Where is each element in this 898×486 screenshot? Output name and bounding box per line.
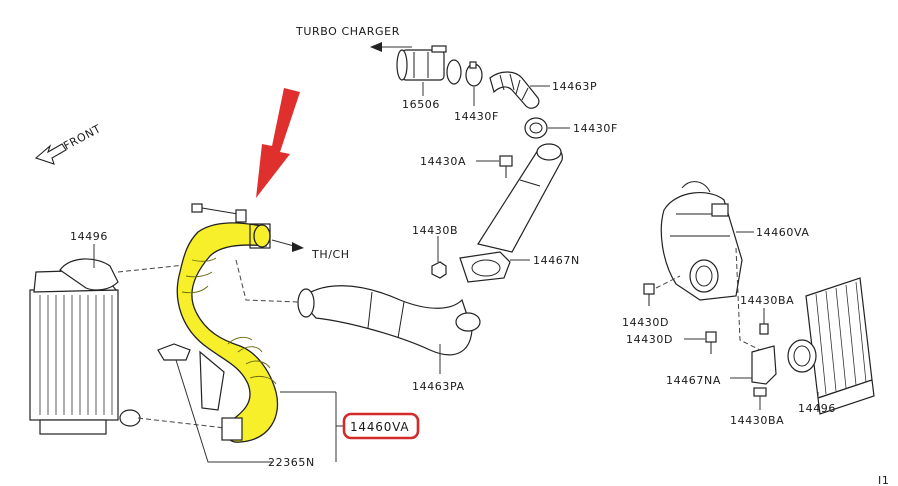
callout-14460VA[interactable]: 14460VA [336,412,420,440]
part-14463P-hose[interactable] [489,71,540,109]
part-14496-intercooler-right[interactable] [787,277,875,415]
label-14463PA: 14463PA [412,380,465,393]
label-14463P: 14463P [552,80,597,93]
label-14496-right: 14496 [798,402,836,415]
part-14460VA-hose-highlighted[interactable] [176,222,279,443]
label-14430F-lower: 14430F [573,122,618,135]
label-turbo-charger: TURBO CHARGER [295,25,400,38]
label-14430B: 14430B [412,224,458,237]
part-22365N-sensor[interactable] [157,343,243,441]
label-14430BA-lower: 14430BA [730,414,784,427]
part-16506-sensor[interactable] [396,45,462,85]
dash-line-middle [235,259,299,303]
label-14467NA: 14467NA [666,374,721,387]
turbo-charger-pointer [370,42,412,52]
label-14430D-b: 14430D [626,333,673,346]
dash-line-upper [117,264,186,273]
part-14467N-bracket[interactable] [459,251,511,283]
part-14460VA-assembly-right[interactable] [660,181,743,301]
label-front: FRONT [61,122,103,153]
corner-mark: I1 [878,474,889,486]
label-14430F-upper: 14430F [454,110,499,123]
part-14430D-bolt-b[interactable] [705,331,717,354]
part-14496-intercooler-left[interactable] [29,258,141,435]
dash-line-lower [137,417,226,429]
highlight-arrow-icon [256,88,300,198]
front-arrow-icon [34,143,67,165]
part-14430B-nut[interactable] [431,261,447,279]
label-thch: TH/CH [311,248,350,261]
part-14463PA-hose[interactable] [297,285,481,356]
part-14430F-clamp-upper[interactable] [465,61,483,87]
part-14467NA-bracket[interactable] [751,345,777,385]
label-14430A: 14430A [420,155,466,168]
label-14430BA-upper: 14430BA [740,294,794,307]
part-clamp-bolt[interactable] [191,203,247,223]
label-14496-left: 14496 [70,230,108,243]
label-14460VA-highlight: 14460VA [350,420,409,434]
part-intake-pipe[interactable] [477,143,563,253]
label-14467N: 14467N [533,254,580,267]
label-16506: 16506 [402,98,440,111]
part-14430BA-clip-lower[interactable] [753,387,767,397]
part-14430F-clamp-lower[interactable] [524,117,548,139]
thch-pointer [271,239,304,252]
label-14460VA-right: 14460VA [756,226,810,239]
label-14430D-a: 14430D [622,316,669,329]
part-14430D-bolt-a[interactable] [643,283,655,306]
part-14430A-bolt[interactable] [499,155,513,178]
label-22365N: 22365N [268,456,315,469]
part-14430BA-clip-upper[interactable] [759,323,769,335]
